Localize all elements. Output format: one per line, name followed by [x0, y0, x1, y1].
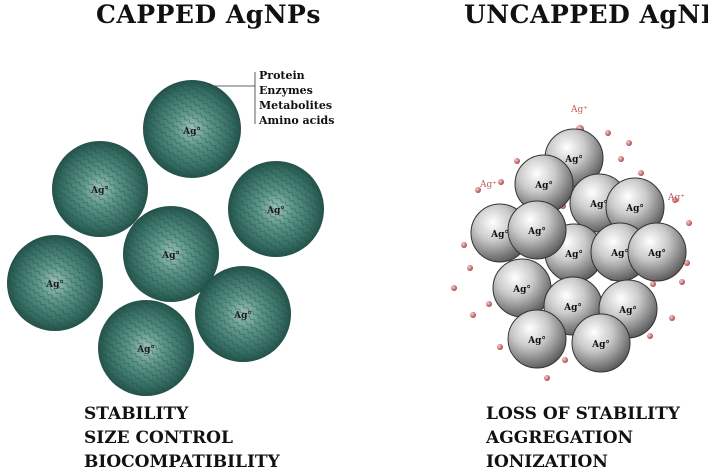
capped-property-item: BIOCOMPATIBILITY [84, 452, 280, 472]
svg-text:Ag°: Ag° [564, 250, 583, 260]
capping-agents-list: Protein Enzymes Metabolites Amino acids [259, 68, 334, 128]
capping-agent-item: Amino acids [259, 114, 335, 127]
capped-core-label: Ag° [45, 280, 64, 290]
uncapped-property-item: AGGREGATION [486, 428, 634, 448]
svg-text:Ag°: Ag° [618, 306, 637, 316]
capped-core-label: Ag° [136, 345, 155, 355]
svg-text:Ag°: Ag° [610, 249, 629, 259]
capped-core-label: Ag° [161, 251, 180, 261]
capped-core-label: Ag° [90, 186, 109, 196]
svg-text:Ag°: Ag° [534, 181, 553, 191]
svg-text:Ag°: Ag° [512, 285, 531, 295]
capped-core-label: Ag° [182, 127, 201, 137]
uncapped-property-item: IONIZATION [486, 452, 608, 472]
svg-text:Ag°: Ag° [591, 340, 610, 350]
capped-core-label: Ag° [233, 311, 252, 321]
ion-label: Ag⁺ [667, 193, 685, 203]
capped-particle: Ag° [98, 300, 194, 396]
ion-label: Ag⁺ [479, 180, 497, 190]
svg-text:Ag°: Ag° [564, 155, 583, 165]
capping-agent-item: Protein [259, 69, 305, 82]
svg-text:Ag°: Ag° [527, 336, 546, 346]
uncapped-particle: Ag° [507, 309, 567, 369]
capped-particle: Ag° [195, 266, 291, 362]
uncapped-particle: Ag° [627, 222, 687, 282]
capping-agent-item: Metabolites [259, 99, 333, 112]
capping-agent-item: Enzymes [259, 84, 313, 97]
capped-particle: Ag° [123, 206, 219, 302]
svg-text:Ag°: Ag° [490, 230, 509, 240]
capped-core-label: Ag° [266, 206, 285, 216]
capped-title: CAPPED AgNPs [96, 0, 321, 29]
capped-property-item: SIZE CONTROL [84, 428, 233, 448]
capped-properties: STABILITY SIZE CONTROL BIOCOMPATIBILITY [84, 402, 280, 474]
capped-particle: Ag° [52, 141, 148, 237]
svg-text:Ag°: Ag° [563, 303, 582, 313]
svg-text:Ag°: Ag° [589, 200, 608, 210]
svg-text:Ag°: Ag° [625, 204, 644, 214]
uncapped-title: UNCAPPED AgNPs [464, 0, 708, 29]
svg-text:Ag°: Ag° [647, 249, 666, 259]
svg-text:Ag°: Ag° [527, 227, 546, 237]
uncapped-particle: Ag° [492, 258, 552, 318]
capped-particle: Ag° [228, 161, 324, 257]
capped-particle: Ag° [143, 80, 241, 178]
capped-property-item: STABILITY [84, 404, 189, 424]
uncapped-particle: Ag° [571, 313, 631, 373]
uncapped-property-item: LOSS OF STABILITY [486, 404, 680, 424]
uncapped-properties: LOSS OF STABILITY AGGREGATION IONIZATION [486, 402, 680, 474]
uncapped-particle: Ag° [507, 200, 567, 260]
ion-label: Ag⁺ [570, 105, 588, 115]
capped-particle: Ag° [7, 235, 103, 331]
